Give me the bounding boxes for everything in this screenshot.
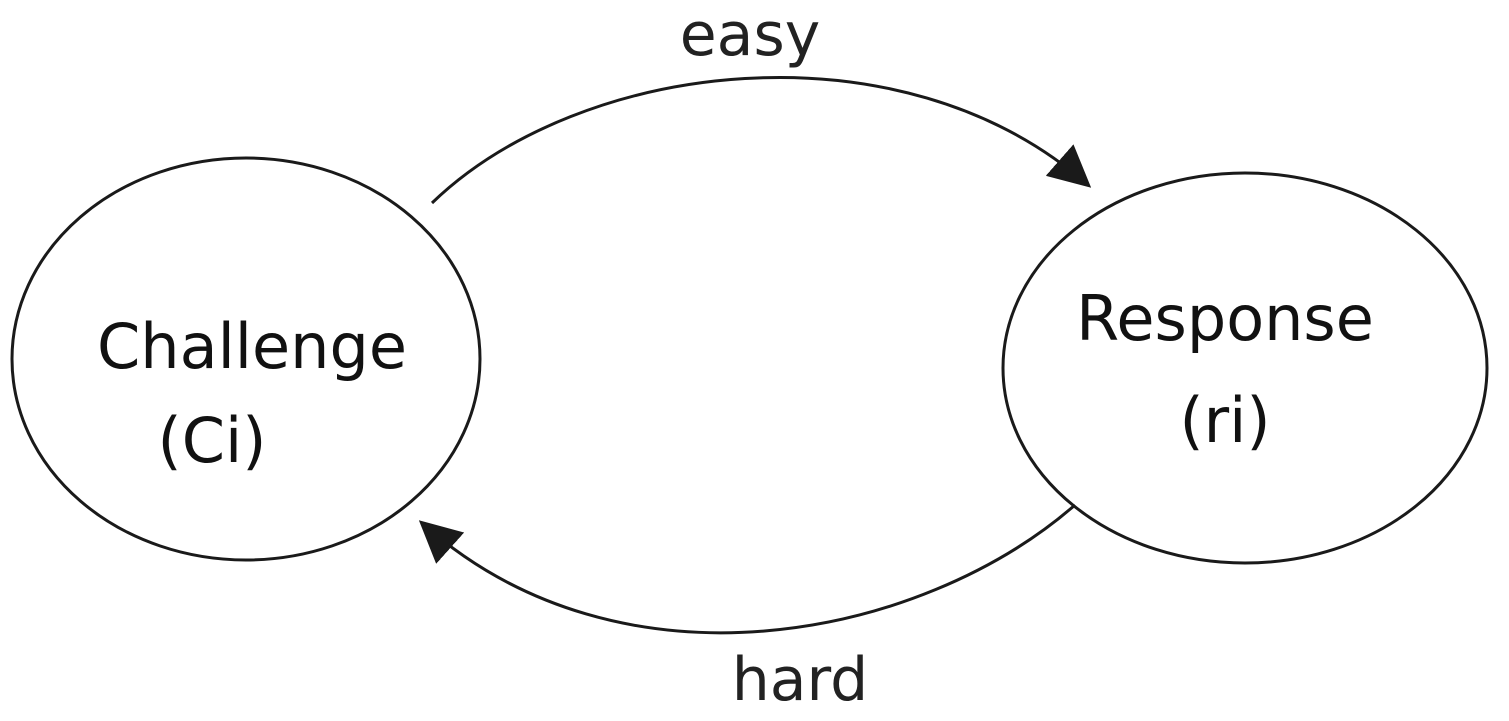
easy-edge-arrow [430,76,1092,205]
challenge-node-label: Challenge [97,310,407,383]
challenge-node: Challenge (Ci) [10,156,482,562]
challenge-node-circle [10,156,482,562]
response-node-label: Response [1076,282,1374,355]
response-node-circle [1001,171,1489,565]
easy-edge-label: easy [680,0,820,70]
challenge-node-sublabel: (Ci) [158,404,267,477]
easy-edge: easy [430,0,1092,205]
hard-edge-label: hard [732,645,869,715]
response-node: Response (ri) [1001,171,1489,565]
hard-edge: hard [418,503,1076,715]
hard-edge-arrow [418,503,1076,635]
response-node-sublabel: (ri) [1179,384,1270,457]
